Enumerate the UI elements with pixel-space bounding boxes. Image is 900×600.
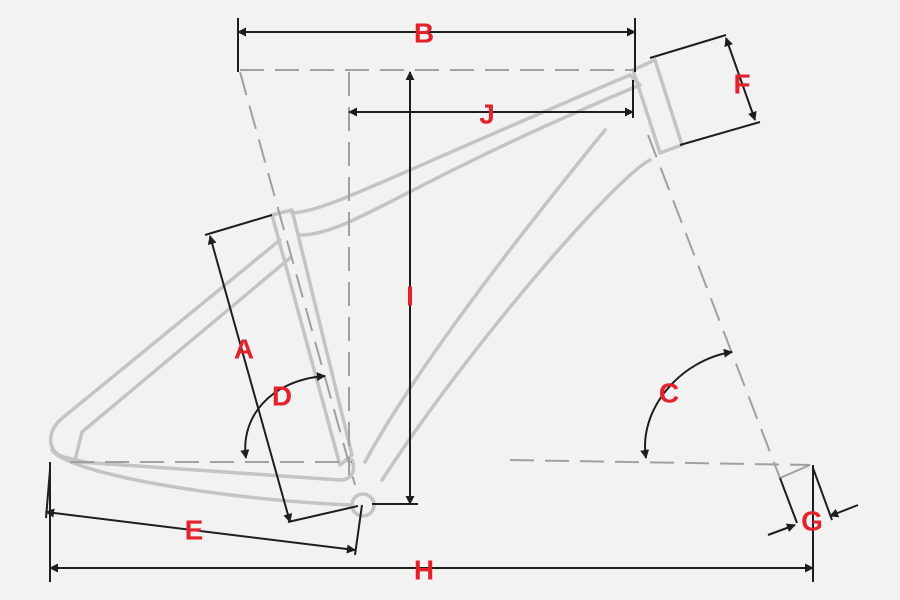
dim-g-link xyxy=(779,477,798,524)
dim-a-tick-top xyxy=(204,214,273,236)
seat-tube-extension xyxy=(239,71,356,486)
dim-g-arrow-right xyxy=(829,504,859,518)
label-e: E xyxy=(185,515,204,546)
top-tube xyxy=(290,73,642,237)
dim-c-arc xyxy=(640,348,733,459)
dimensions xyxy=(45,18,859,582)
head-tube-axis xyxy=(647,134,781,479)
label-i: I xyxy=(406,281,414,312)
dimension-labels: B J F I A D C E G H xyxy=(185,18,823,586)
label-d: D xyxy=(272,381,292,412)
dim-e-line xyxy=(45,508,356,554)
dim-d-arc xyxy=(240,372,326,459)
bottom-bracket xyxy=(350,492,376,518)
dim-a-line xyxy=(207,235,293,523)
dim-f-tick-top xyxy=(649,34,727,59)
dim-f-line xyxy=(724,37,757,121)
seat-tube xyxy=(270,208,354,467)
label-j: J xyxy=(479,99,495,130)
bb-horizontal xyxy=(509,459,811,466)
front-fork-line xyxy=(779,464,811,479)
label-c: C xyxy=(659,378,679,409)
head-tube xyxy=(631,58,684,155)
down-tube xyxy=(363,128,652,482)
label-h: H xyxy=(414,555,434,586)
chain-stay xyxy=(50,448,356,507)
dim-a-tick-bottom xyxy=(287,505,359,523)
label-b: B xyxy=(414,18,434,49)
label-g: G xyxy=(801,506,823,537)
dim-e-tick-right xyxy=(354,504,363,556)
reference-lines xyxy=(70,69,811,486)
bike-frame xyxy=(48,58,684,518)
label-f: F xyxy=(733,69,750,100)
label-a: A xyxy=(234,334,254,365)
dim-g-tick xyxy=(812,467,833,521)
dim-f-tick-bottom xyxy=(679,121,761,146)
dim-g-arrow-left xyxy=(767,523,796,536)
